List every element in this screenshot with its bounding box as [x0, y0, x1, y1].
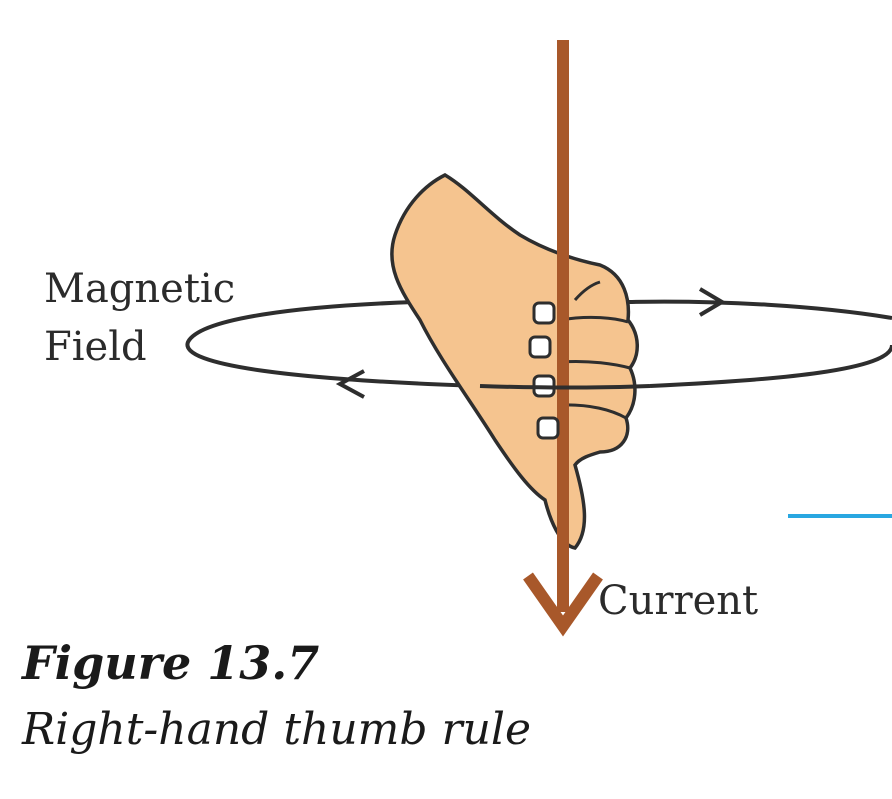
right-hand-thumb-rule-diagram: [185, 40, 892, 637]
thumb-crease: [573, 280, 601, 301]
field-label: Field: [44, 324, 147, 370]
field-arrow-right-icon: [698, 287, 726, 317]
current-arrowhead: [523, 572, 603, 637]
magnetic-label: Magnetic: [44, 266, 236, 312]
hand-icon: [390, 173, 639, 550]
current-label: Current: [598, 578, 759, 624]
figure-caption: Right-hand thumb rule: [22, 704, 532, 755]
field-loop-back: [185, 300, 892, 388]
field-loop-front-bottom: [479, 384, 651, 390]
field-loop-front-top: [627, 299, 892, 320]
field-arrow-left-icon: [335, 369, 365, 399]
figure-number: Figure 13.7: [22, 636, 320, 690]
hand-shape: [390, 173, 639, 550]
